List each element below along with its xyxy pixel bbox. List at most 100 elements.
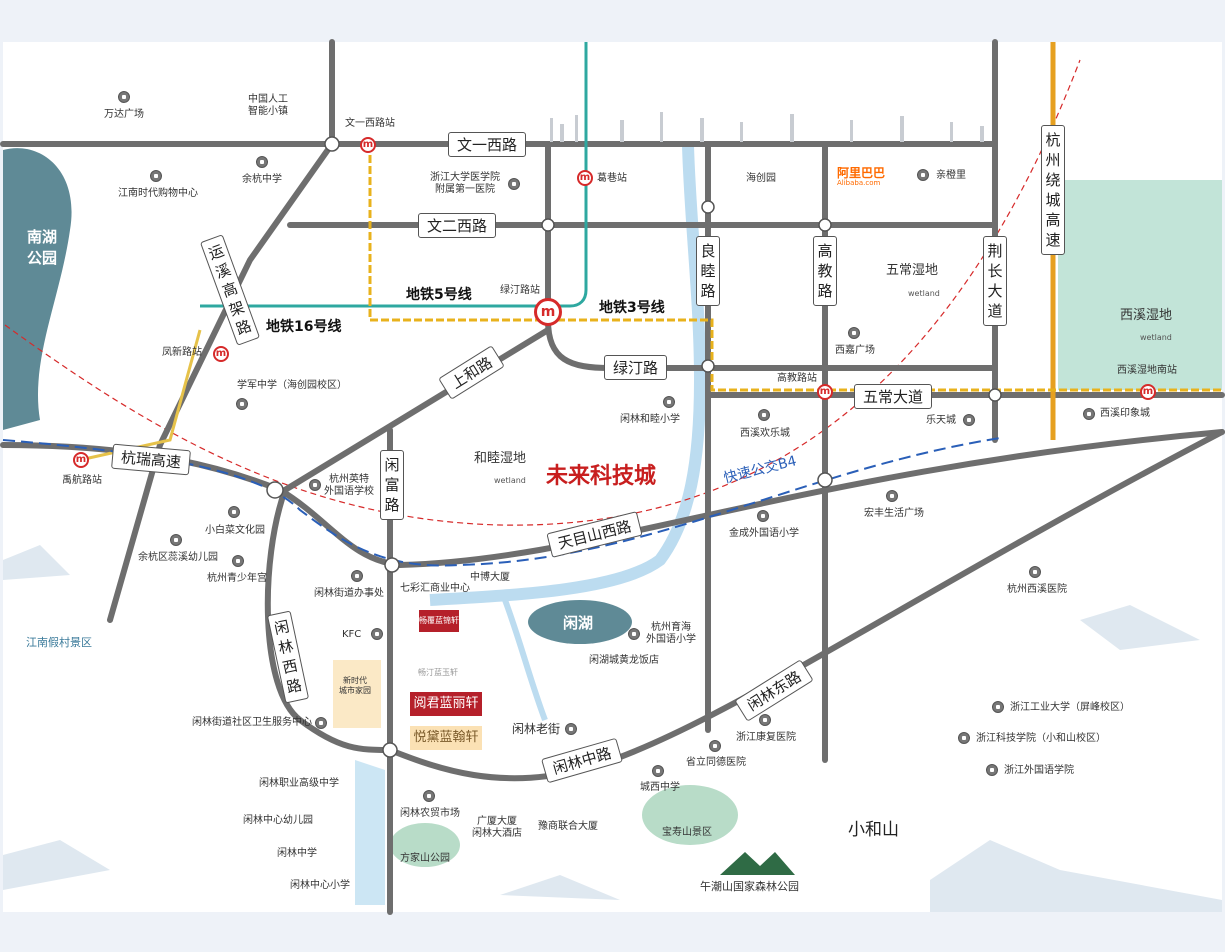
river xyxy=(429,144,707,606)
poi-zju-hospital: 浙江大学医学院 附属第一医院 xyxy=(430,172,500,195)
poi-jiangnan-mall: 江南时代购物中心 xyxy=(118,188,198,199)
poi-haichuang: 海创园 xyxy=(746,173,776,184)
station-gaojiao: 高教路站 xyxy=(777,373,817,384)
metro-icon: m xyxy=(534,298,562,326)
road-hangzhou-ring: 杭州绕城高速 xyxy=(1041,125,1065,255)
brt-line xyxy=(2,437,1001,567)
hospital-icon xyxy=(315,717,327,729)
poi-guangsha: 广厦大厦 闲林大酒店 xyxy=(472,816,522,839)
poi-yuhang-middle: 余杭中学 xyxy=(242,174,282,185)
poi-zisu: 浙江外国语学院 xyxy=(1004,765,1074,776)
poi-xiaobaicai: 小白菜文化园 xyxy=(205,525,265,536)
xianhu-label: 闲湖 xyxy=(563,614,594,632)
poi-farmers-market: 闲林农贸市场 xyxy=(400,808,460,819)
poi-letian: 乐天城 xyxy=(926,415,956,426)
mall-icon xyxy=(963,414,975,426)
station-gexiang: 葛巷站 xyxy=(597,173,627,184)
poi-icon xyxy=(232,555,244,567)
school-icon xyxy=(986,764,998,776)
school-icon xyxy=(256,156,268,168)
poi-qinchengli: 亲橙里 xyxy=(936,170,966,181)
poi-ruixi-kg: 余杭区蕊溪幼儿园 xyxy=(138,552,218,563)
poi-tongde: 省立同德医院 xyxy=(686,757,746,768)
metro-line5-label: 地铁5号线 xyxy=(406,287,472,303)
alibaba-en: Alibaba.com xyxy=(837,179,881,187)
poi-yushang: 豫商联合大厦 xyxy=(538,821,598,832)
poi-icon xyxy=(565,723,577,735)
mall-icon xyxy=(917,169,929,181)
poi-xixi-happy: 西溪欢乐城 xyxy=(740,428,790,439)
school-cluster-area xyxy=(355,760,385,905)
poi-youth-palace: 杭州青少年宫 xyxy=(207,573,267,584)
poi-xixi-square: 西嘉广场 xyxy=(835,345,875,356)
xianhu-lake xyxy=(528,600,632,644)
mall-icon xyxy=(150,170,162,182)
poi-icon xyxy=(228,506,240,518)
proj-top: 畅覆蓝锦轩 xyxy=(419,610,459,632)
poi-baoshoushan: 宝寿山景区 xyxy=(662,827,712,838)
intersections xyxy=(266,136,1002,758)
alibaba-logo: 阿里巴巴 xyxy=(837,166,886,180)
poi-xianlin-office: 闲林街道办事处 xyxy=(314,588,384,599)
school-icon xyxy=(309,479,321,491)
skyline xyxy=(550,112,984,142)
school-icon xyxy=(992,701,1004,713)
mountain-icon xyxy=(720,852,795,875)
wuchang-wetland: 五常湿地 xyxy=(886,263,939,278)
poi-xianlin-primary: 闲林中心小学 xyxy=(290,880,350,891)
metro-icon: m xyxy=(577,170,593,186)
poi-jincheng: 金成外国语小学 xyxy=(729,528,799,539)
road-jingchang: 荆长大道 xyxy=(983,236,1007,326)
wuchaoshan-label: 午潮山国家森林公园 xyxy=(700,880,799,893)
creek xyxy=(502,598,548,722)
poi-xianlin-hemu: 闲林和睦小学 xyxy=(620,414,680,425)
school-icon xyxy=(757,510,769,522)
station-lvting: 绿汀路站 xyxy=(500,285,540,296)
poi-ai-town: 中国人工 智能小镇 xyxy=(248,94,288,117)
proj-mid: 畅汀蓝玉轩 xyxy=(418,668,458,677)
school-icon xyxy=(236,398,248,410)
hospital-icon xyxy=(759,714,771,726)
metro-line16 xyxy=(79,329,202,462)
xixi-wetland-en: wetland xyxy=(1140,333,1172,342)
mall-icon xyxy=(371,628,383,640)
road-liangmu: 良睦路 xyxy=(696,236,720,306)
poi-jiangnan-resort: 江南假村景区 xyxy=(26,636,92,649)
poi-zhongbo: 中博大厦 xyxy=(470,572,510,583)
poi-kfc: KFC xyxy=(342,629,362,640)
road-gaojiao: 高教路 xyxy=(813,236,837,306)
poi-wanda: 万达广场 xyxy=(104,109,144,120)
school-icon xyxy=(628,628,640,640)
school-icon xyxy=(652,765,664,777)
baoshoushan-area xyxy=(642,785,738,845)
shidai-home: 新时代 城市家园 xyxy=(339,676,371,695)
poi-zjut: 浙江工业大学（屏峰校区） xyxy=(1010,702,1130,713)
road-xianfu: 闲富路 xyxy=(380,450,404,520)
metro-line3 xyxy=(368,144,1222,392)
hospital-icon xyxy=(709,740,721,752)
poi-yuhai: 杭州育海 外国语小学 xyxy=(646,622,696,645)
proj-yuedai: 悦黛蓝翰轩 xyxy=(410,726,482,750)
poi-hongfeng: 宏丰生活广场 xyxy=(864,508,924,519)
road-lvting: 绿汀路 xyxy=(604,355,668,380)
xiaoheshan-label: 小和山 xyxy=(848,820,899,840)
mall-icon xyxy=(886,490,898,502)
metro-line5 xyxy=(200,42,588,308)
mall-icon xyxy=(118,91,130,103)
shidai-home-area xyxy=(333,660,381,728)
hospital-icon xyxy=(508,178,520,190)
mall-icon xyxy=(1083,408,1095,420)
mall-icon xyxy=(848,327,860,339)
metro-line16-label: 地铁16号线 xyxy=(266,319,342,335)
xixi-wetland: 西溪湿地 xyxy=(1120,308,1173,323)
hemu-wetland-en: wetland xyxy=(494,476,526,485)
poi-zust: 浙江科技学院（小和山校区） xyxy=(976,733,1106,744)
school-icon xyxy=(958,732,970,744)
poi-qicaihui: 七彩汇商业中心 xyxy=(400,583,470,594)
hemu-wetland: 和睦湿地 xyxy=(474,451,527,466)
poi-yingte: 杭州英特 外国语学校 xyxy=(324,474,374,497)
poi-xuejun: 学军中学（海创园校区） xyxy=(237,380,347,391)
metro-icon: m xyxy=(1140,384,1156,400)
road-wuchang: 五常大道 xyxy=(854,384,933,409)
